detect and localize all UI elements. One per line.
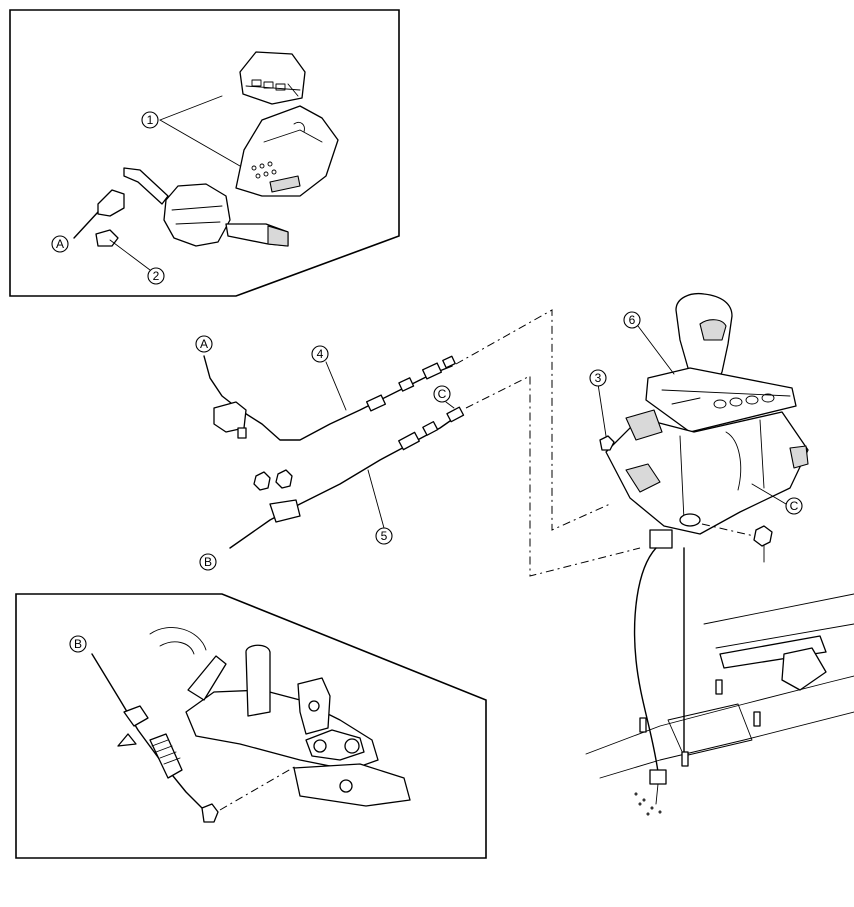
shifter-body — [605, 411, 809, 535]
inset-cable-dashline — [219, 765, 297, 811]
arrow-marker — [117, 733, 137, 747]
callout-b-cable: B — [199, 553, 217, 571]
callout-c-shifter: C — [785, 497, 803, 515]
leader-3 — [597, 383, 607, 437]
callout-c-shifter-label: C — [790, 499, 799, 513]
leader-2 — [109, 239, 151, 271]
cable-4-dashline — [455, 309, 611, 531]
cable-end-nut — [201, 803, 219, 823]
mount-bolt — [599, 435, 615, 451]
callout-5-label: 5 — [381, 529, 388, 543]
interlock-bracket-tab — [237, 427, 247, 439]
cable-fitting — [679, 513, 701, 527]
switch-connector — [97, 189, 125, 217]
cable-5-nut — [422, 421, 439, 436]
cables: 4 5 A B C — [195, 309, 641, 577]
column-cover-lower — [235, 105, 339, 197]
switch-lever-left — [123, 167, 169, 205]
callout-2-label: 2 — [153, 269, 160, 283]
floor-outline — [585, 675, 854, 755]
parking-brake-base — [781, 647, 827, 691]
callout-a-cable-label: A — [200, 337, 208, 351]
callout-2: 2 — [147, 267, 165, 285]
callout-c-cable: C — [433, 385, 451, 403]
leader-1a — [159, 95, 223, 121]
inset-shift-cable — [91, 653, 207, 813]
parking-brake-lever — [719, 635, 827, 669]
leader-4 — [325, 361, 347, 411]
cable-5-end — [446, 406, 465, 423]
cable-4-nut — [398, 377, 415, 392]
mount-studs — [639, 679, 761, 767]
leader-c-cable — [445, 401, 455, 409]
shift-cable-bracket — [269, 499, 301, 523]
inset-transmission: B — [15, 593, 487, 859]
shifter-nut — [753, 525, 773, 547]
callout-c-cable-label: C — [438, 387, 447, 401]
transmission-housing — [185, 689, 379, 771]
bracket-nut-left — [253, 471, 271, 491]
bracket-arm — [187, 655, 227, 701]
callout-a-inset: A — [51, 235, 69, 253]
inset-frame-top — [9, 9, 400, 297]
cable-5-dashline — [465, 375, 641, 577]
leader-c-shifter — [751, 483, 787, 505]
combination-switch — [163, 183, 231, 247]
callout-a-cable: A — [195, 335, 213, 353]
callout-1-label: 1 — [147, 113, 154, 127]
shifter-harness — [633, 547, 659, 773]
callout-6: 6 — [623, 311, 641, 329]
selector-pivot — [308, 700, 320, 712]
callout-6-label: 6 — [629, 313, 636, 327]
cable-4-sleeve — [365, 394, 387, 412]
callout-3: 3 — [589, 369, 607, 387]
selector-tower — [245, 644, 271, 717]
floor-speckle — [634, 792, 662, 816]
leader-5 — [367, 469, 385, 529]
column-cover-upper — [239, 51, 306, 105]
lever-nut — [344, 738, 360, 754]
inset-frame-bottom — [15, 593, 487, 859]
cable-4-end — [421, 362, 443, 380]
callout-b-cable-label: B — [204, 555, 212, 569]
callout-3-label: 3 — [595, 371, 602, 385]
callout-5: 5 — [375, 527, 393, 545]
callout-a-inset-label: A — [56, 237, 64, 251]
inset-steering-column: 1 2 A — [9, 9, 400, 297]
cable-5-sleeve — [398, 431, 420, 451]
lever-pin — [313, 739, 327, 753]
callout-4-label: 4 — [317, 347, 324, 361]
cable-4-tip — [442, 355, 456, 369]
leader-6 — [637, 325, 675, 375]
shifter-mount-plate — [667, 703, 753, 757]
leader-1b — [159, 119, 241, 167]
cable-grommet — [123, 705, 149, 727]
shifter-connector — [649, 529, 673, 549]
floor-panel — [585, 593, 854, 816]
switch-wire — [73, 211, 99, 239]
callout-b-inset-label: B — [74, 637, 82, 651]
shifter-assembly: 6 3 C — [589, 292, 809, 805]
callout-b-inset: B — [69, 635, 87, 653]
callout-4: 4 — [311, 345, 329, 363]
harness-connector — [649, 769, 667, 785]
bracket-nut-right — [275, 469, 293, 489]
callout-1: 1 — [141, 111, 159, 129]
indicator-lamps — [671, 393, 775, 409]
